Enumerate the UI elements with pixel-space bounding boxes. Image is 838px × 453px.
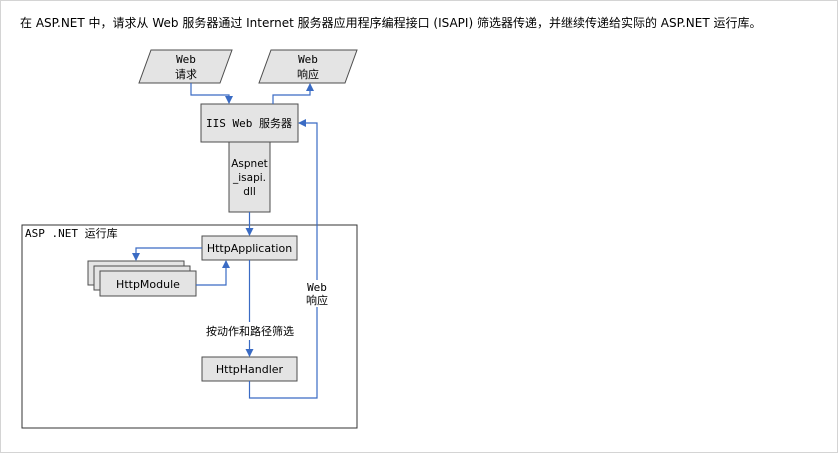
aspnet-isapi-line1: Aspnet [231,158,268,170]
aspnet-isapi-box [228,141,271,213]
runtime-label: ASP .NET 运行库 [25,227,118,240]
runtime-container [21,224,358,429]
filter-label: 按动作和路径筛选 [206,324,294,338]
return-response-label-bg [303,280,331,307]
http-application-label: HttpApplication [207,242,292,255]
iis-server-box [200,103,299,143]
web-response-line1: Web [298,53,318,66]
http-module-box [99,270,197,297]
web-request-line1: Web [176,53,196,66]
arrow-module-to-application [196,260,230,286]
return-response-line2: 响应 [306,293,328,307]
web-response-line2: 响应 [297,67,319,81]
arrow-iis-to-response [272,83,314,104]
web-response-shape [258,49,358,84]
web-request-shape [138,49,233,84]
http-handler-label: HttpHandler [216,363,284,376]
aspnet-isapi-line3: dll [243,186,256,198]
iis-server-label: IIS Web 服务器 [206,117,292,130]
return-response-line1: Web [307,281,327,294]
http-module-label: HttpModule [116,278,180,291]
arrow-application-to-module [132,247,202,261]
caption-text: 在 ASP.NET 中，请求从 Web 服务器通过 Internet 服务器应用… [20,16,762,30]
web-request-line2: 请求 [175,68,197,81]
aspnet-isapi-line2: _isapi. [232,172,266,184]
arrow-request-to-iis [190,83,233,104]
http-handler-box [201,356,298,382]
arrow-handler-to-iis [248,119,318,399]
